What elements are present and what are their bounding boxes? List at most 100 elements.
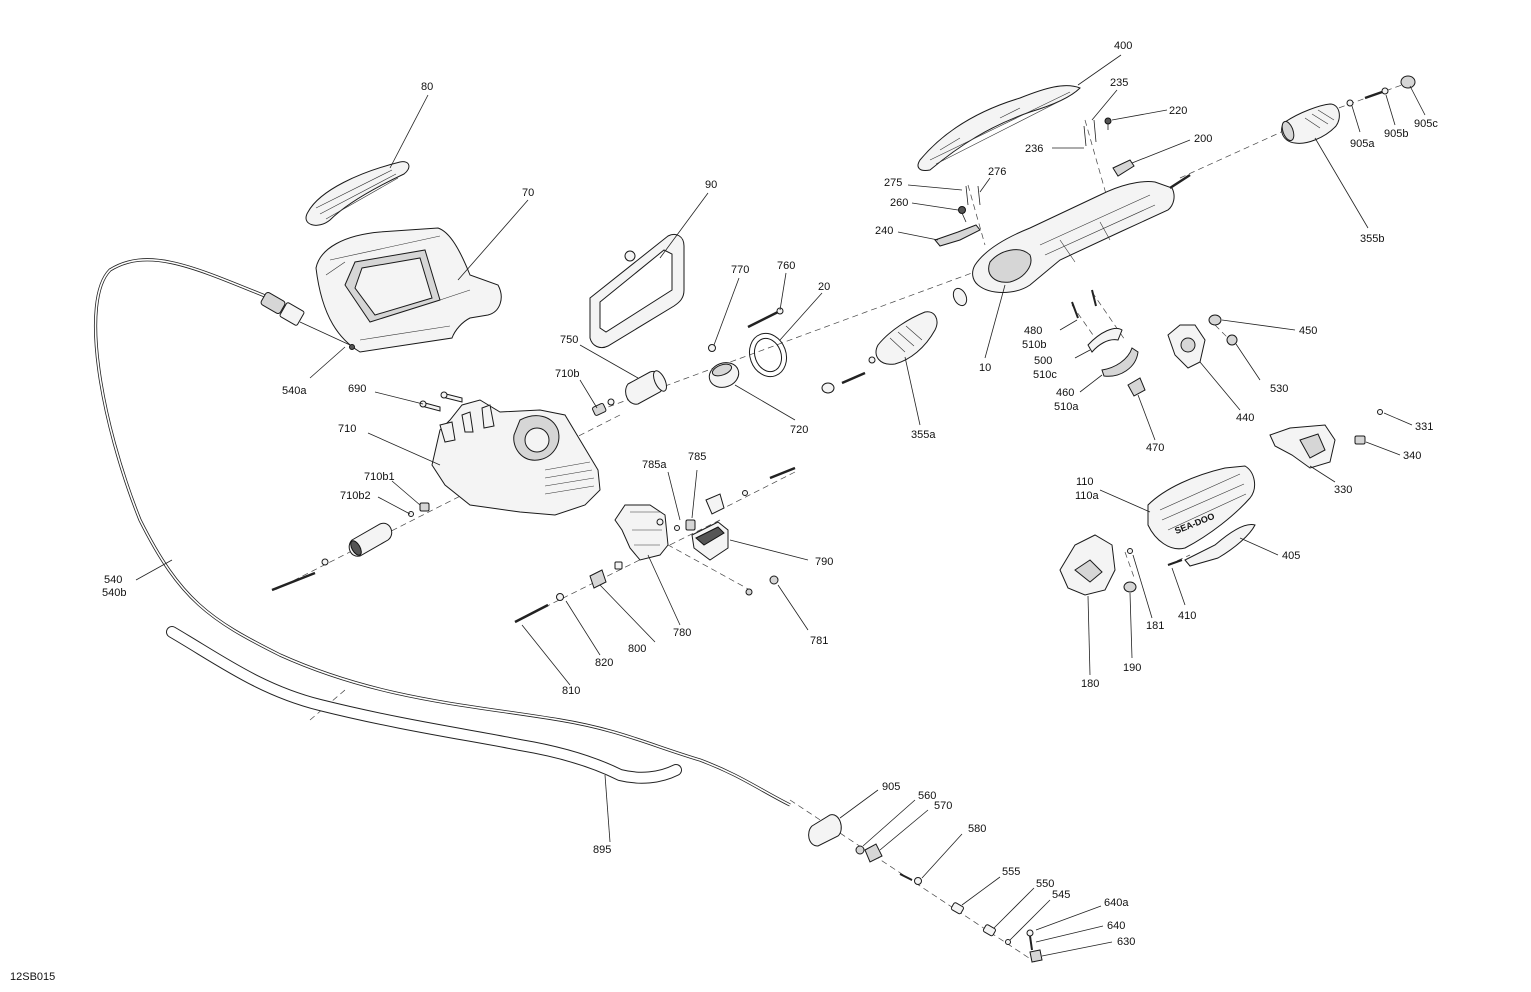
callout-550: 550: [1036, 878, 1054, 890]
callout-110: 110: [1076, 476, 1094, 488]
callout-331: 331: [1415, 421, 1433, 433]
callout-720: 720: [790, 424, 808, 436]
part-560-570-fittings: [855, 843, 883, 863]
part-331-screw: [1377, 409, 1383, 415]
callout-810: 810: [562, 685, 580, 697]
callout-640: 640: [1107, 920, 1125, 932]
callout-790: 790: [815, 556, 833, 568]
callout-760: 760: [777, 260, 795, 272]
part-540-throttle-cable: [94, 258, 791, 807]
callout-70: 70: [522, 187, 534, 199]
part-235-236-pins: [1083, 119, 1097, 147]
assembly-axes: [274, 81, 1411, 963]
callout-800: 800: [628, 643, 646, 655]
callout-570: 570: [934, 800, 952, 812]
callout-276: 276: [988, 166, 1006, 178]
callout-905: 905: [882, 781, 900, 793]
part-70-gauge-housing: [315, 227, 502, 353]
callout-240: 240: [875, 225, 893, 237]
part-781-nut: [745, 575, 779, 596]
part-long-bolt: [271, 558, 329, 592]
callout-540a: 540a: [282, 385, 307, 397]
callout-480: 480: [1024, 325, 1042, 337]
part-450-knob: [1208, 314, 1222, 326]
part-720-clamp: [708, 362, 740, 388]
part-785-nuts: [674, 519, 696, 531]
callout-355b: 355b: [1360, 233, 1384, 245]
part-760-bolt: [747, 307, 784, 329]
part-400-upper-cover: [917, 85, 1081, 171]
part-440-housing: [1167, 324, 1206, 369]
drawing-code: 12SB015: [10, 971, 55, 983]
callout-460: 460: [1056, 387, 1074, 399]
part-181-screw: [1127, 548, 1133, 554]
callout-555: 555: [1002, 866, 1020, 878]
part-800-820-810-fasteners: [514, 561, 623, 624]
callout-90: 90: [705, 179, 717, 191]
part-770-washer: [708, 344, 716, 352]
callout-540: 540: [104, 574, 122, 586]
part-410-screw: [1167, 559, 1183, 566]
part-750-sleeve: [625, 370, 667, 405]
callout-405: 405: [1282, 550, 1300, 562]
callout-630: 630: [1117, 936, 1135, 948]
part-480-bolts: [1071, 289, 1097, 319]
part-580-nut: [899, 873, 922, 885]
part-710-housing: [431, 399, 601, 516]
callout-560: 560: [918, 790, 936, 802]
callout-710b: 710b: [555, 368, 579, 380]
callout-110a: 110a: [1075, 490, 1100, 502]
callout-440: 440: [1236, 412, 1254, 424]
callout-710b2: 710b2: [340, 490, 371, 502]
callout-905c: 905c: [1414, 118, 1438, 130]
callout-905b: 905b: [1384, 128, 1408, 140]
callout-220: 220: [1169, 105, 1187, 117]
callout-labels: 80 70 90 540a 690 710 710b 710b1 710b2 7…: [102, 40, 1438, 948]
callout-340: 340: [1403, 450, 1421, 462]
part-545-640-630-end: [1005, 929, 1043, 963]
callout-10: 10: [979, 362, 991, 374]
part-355b-grip: [1281, 103, 1340, 144]
part-330-cover: [1269, 424, 1336, 469]
part-790-switch: [691, 493, 729, 561]
callout-895: 895: [593, 844, 611, 856]
part-90-gasket: [589, 233, 685, 349]
callout-510c: 510c: [1033, 369, 1057, 381]
part-small-bolt: [742, 466, 796, 496]
part-220-screw: [1104, 117, 1112, 130]
part-905-boot: [808, 814, 842, 847]
callout-785: 785: [688, 451, 706, 463]
part-bushing-sleeve: [348, 522, 393, 557]
callout-545: 545: [1052, 889, 1070, 901]
callout-580: 580: [968, 823, 986, 835]
part-905abc-end-set: [1346, 75, 1416, 107]
callout-770: 770: [731, 264, 749, 276]
part-710b-bushing: [592, 398, 615, 416]
callout-710b1: 710b1: [364, 471, 395, 483]
part-240-lever: [934, 224, 981, 247]
part-690-screws: [419, 391, 463, 412]
callout-540b: 540b: [102, 587, 126, 599]
part-355a-grip: [821, 311, 938, 394]
callout-710: 710: [338, 423, 356, 435]
part-20-ring: [748, 332, 788, 378]
callout-785a: 785a: [642, 459, 667, 471]
callout-236: 236: [1025, 143, 1043, 155]
part-470-bracket: [1127, 377, 1146, 397]
callout-20: 20: [818, 281, 830, 293]
part-190-cap: [1123, 581, 1137, 593]
part-530-button: [1226, 334, 1238, 346]
leader-lines: [135, 54, 1426, 957]
callout-780: 780: [673, 627, 691, 639]
callout-400: 400: [1114, 40, 1132, 52]
callout-355a: 355a: [911, 429, 936, 441]
part-555-550-sleeves: [950, 902, 996, 937]
part-460-clamp-half: [1101, 347, 1139, 377]
part-180-side-cover: [1059, 534, 1116, 596]
callout-510b: 510b: [1022, 339, 1046, 351]
callout-510a: 510a: [1054, 401, 1079, 413]
callout-235: 235: [1110, 77, 1128, 89]
callout-500: 500: [1034, 355, 1052, 367]
part-710b1-710b2-nuts: [408, 502, 430, 517]
